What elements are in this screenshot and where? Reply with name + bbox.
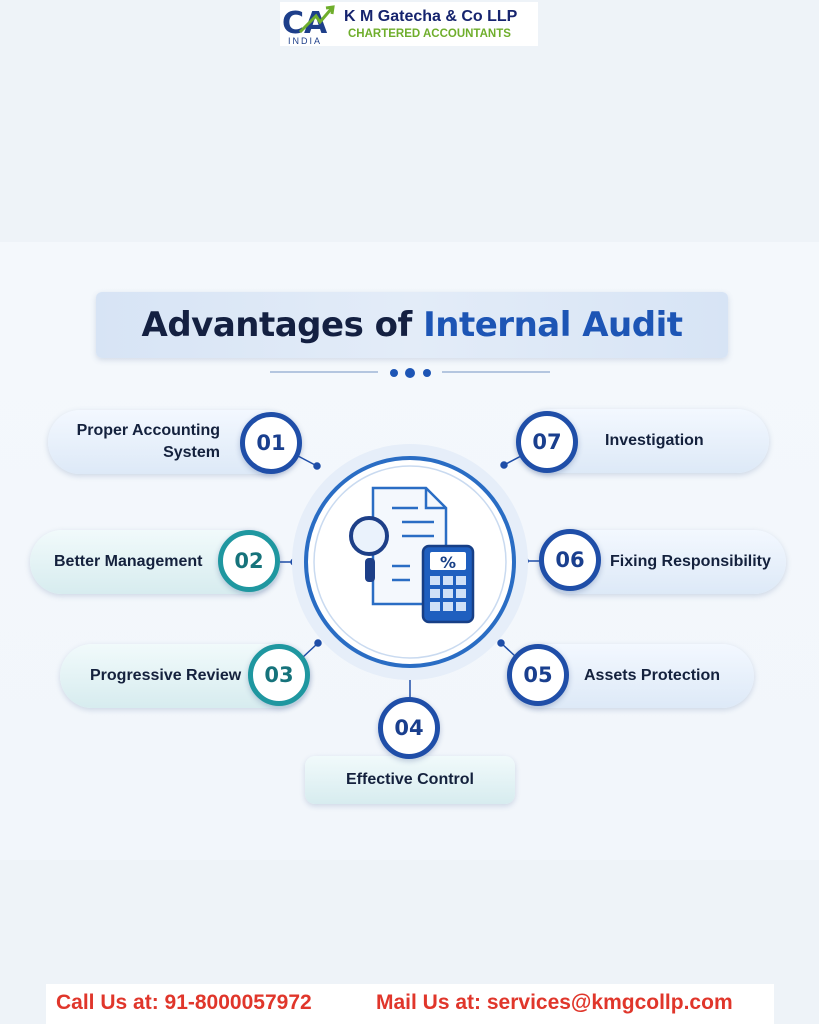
logo-country-text: INDIA: [288, 36, 322, 46]
advantage-number-05: 05: [507, 644, 569, 706]
call-us-text: Call Us at: 91-8000057972: [56, 991, 312, 1014]
advantage-label-01-line1: Proper Accounting: [76, 422, 220, 439]
advantage-number-04: 04: [378, 697, 440, 759]
advantage-label-03: Progressive Review: [90, 667, 242, 684]
advantage-number-03: 03: [248, 644, 310, 706]
firm-subtitle: CHARTERED ACCOUNTANTS: [348, 28, 511, 40]
advantage-label-01-line2: System: [163, 444, 220, 461]
title-divider: [270, 368, 550, 378]
audit-document-magnifier-calculator-icon: %: [349, 486, 475, 624]
contact-footer: Call Us at: 91-8000057972 Mail Us at: se…: [46, 984, 774, 1024]
advantage-number-02: 02: [218, 530, 280, 592]
advantage-label-05: Assets Protection: [584, 667, 721, 684]
title-part-2: Internal Audit: [423, 305, 683, 345]
title-part-1: Advantages of: [141, 305, 424, 345]
page-title: Advantages of Internal Audit: [96, 292, 728, 358]
advantage-number-01: 01: [240, 412, 302, 474]
advantage-number-07: 07: [516, 411, 578, 473]
advantage-label-02: Better Management: [54, 553, 203, 570]
advantage-label-06: Fixing Responsibility: [610, 553, 771, 570]
advantage-pill-04: Effective Control: [305, 756, 515, 804]
ca-india-logo-icon: CA INDIA: [282, 5, 335, 46]
mail-us-text: Mail Us at: services@kmgcollp.com: [376, 991, 733, 1014]
firm-logo: CA INDIA K M Gatecha & Co LLP CHARTERED …: [280, 2, 538, 46]
advantage-number-06: 06: [539, 529, 601, 591]
calculator-percent-symbol: %: [440, 553, 456, 572]
firm-name: K M Gatecha & Co LLP: [344, 8, 518, 25]
advantage-label-04: Effective Control: [345, 771, 474, 788]
advantage-label-07: Investigation: [605, 432, 704, 449]
